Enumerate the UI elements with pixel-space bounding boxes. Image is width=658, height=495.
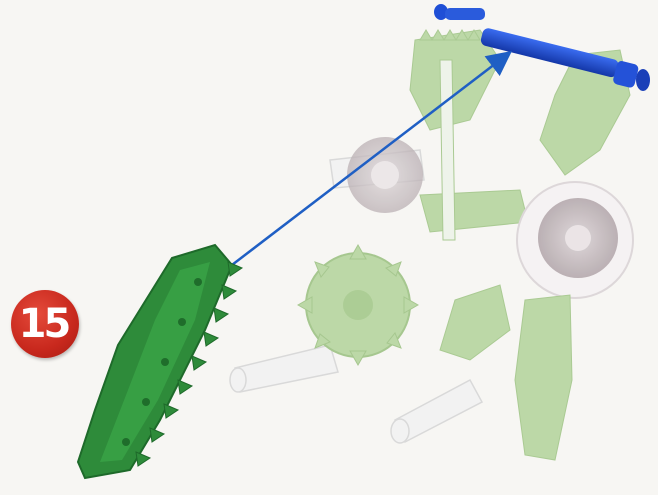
right-gear <box>517 182 633 298</box>
partial-assembly <box>230 30 633 460</box>
placement-arrow <box>228 54 508 268</box>
new-green-gear-segment <box>78 245 242 478</box>
step-number-badge: 15 <box>11 290 79 358</box>
lower-right-green-plate <box>440 285 572 460</box>
step-number: 15 <box>19 301 69 347</box>
middle-green-gear <box>298 245 418 365</box>
